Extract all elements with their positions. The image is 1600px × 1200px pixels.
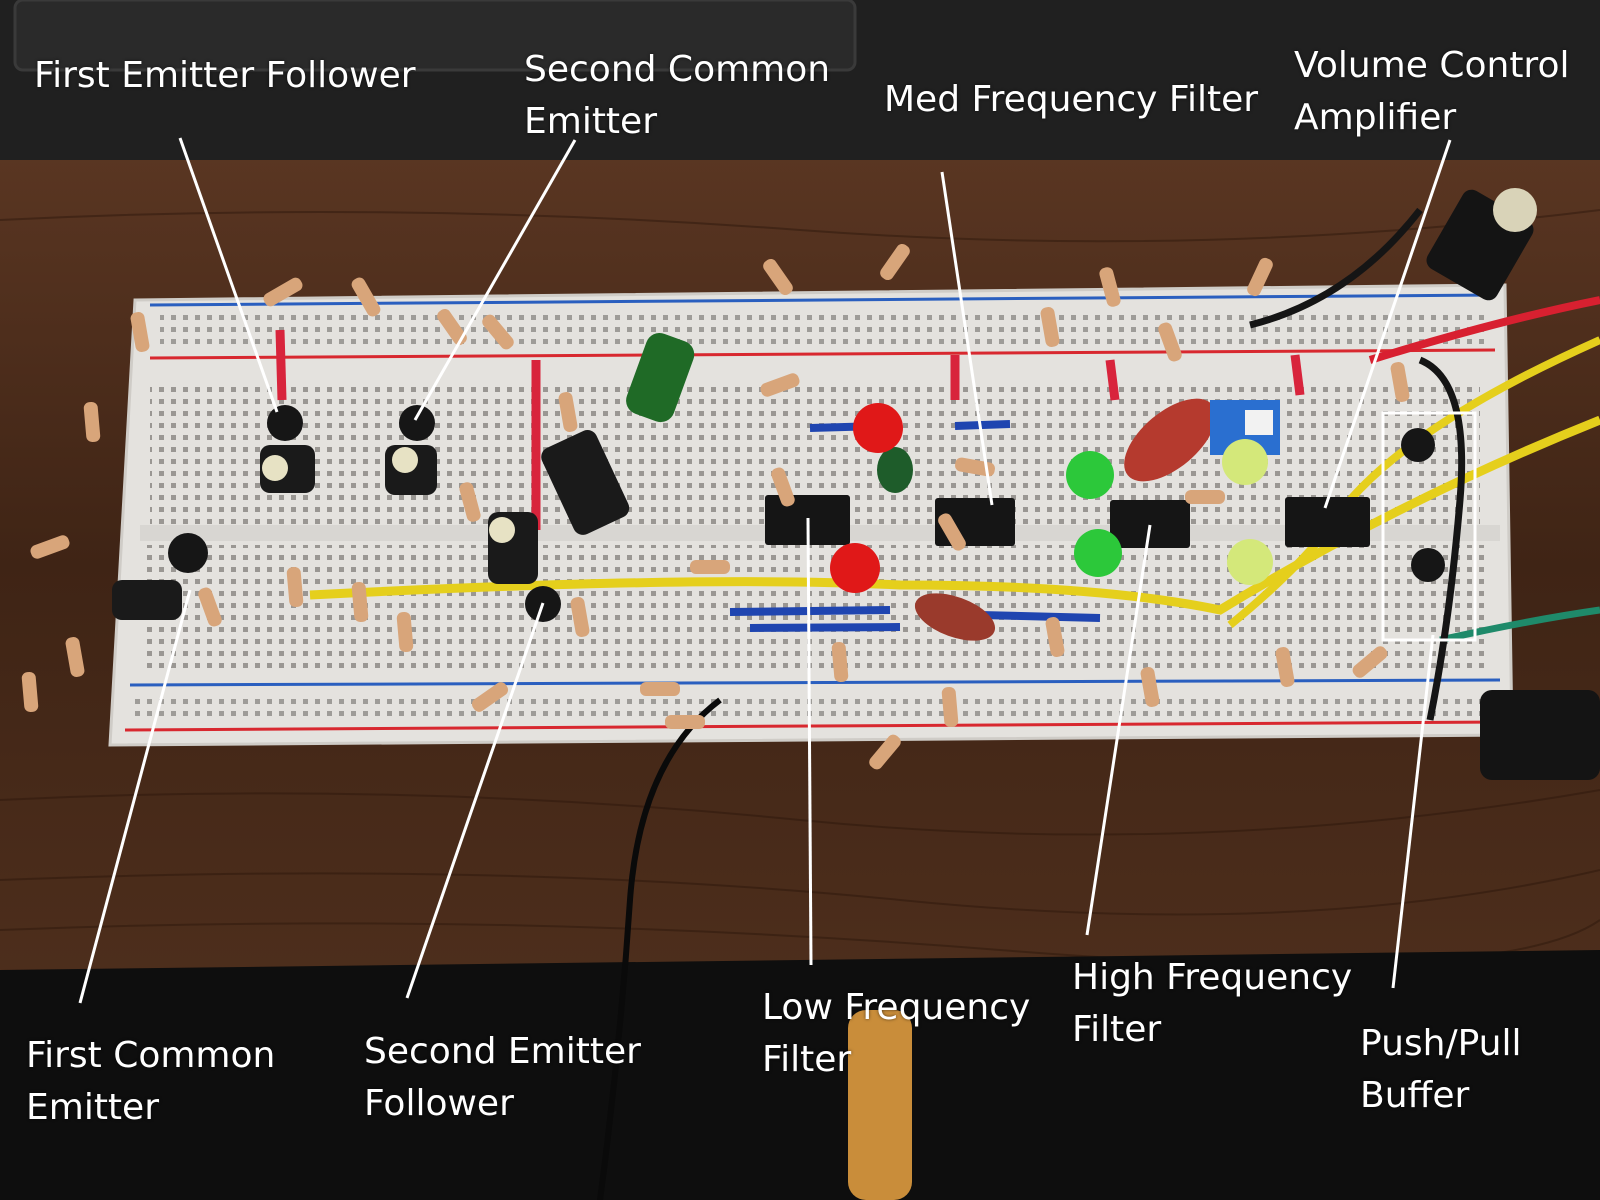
- pointer-low-frequency-filter: [806, 517, 813, 966]
- pointer-lines: [78, 137, 1452, 1004]
- yellow-wire-2: [1227, 336, 1600, 629]
- label-first-common-emitter: First Common Emitter: [26, 1030, 275, 1134]
- pointer-high-frequency-filter: [1085, 524, 1152, 936]
- yellow-wire: [309, 415, 1600, 615]
- pointer-first-common-emitter: [78, 589, 192, 1004]
- label-line: Push/Pull: [1360, 1023, 1522, 1064]
- pointer-volume-control-amplifier: [1323, 139, 1452, 509]
- laptop-trackpad: [13, 0, 857, 72]
- dark-cloth: [0, 950, 1600, 1200]
- label-second-emitter-follower: Second Emitter Follower: [364, 1026, 641, 1130]
- resistors: [21, 243, 1410, 770]
- label-line: First Emitter Follower: [34, 55, 416, 96]
- label-line: Emitter: [26, 1087, 159, 1128]
- label-high-frequency-filter: High Frequency Filter: [1072, 952, 1352, 1056]
- label-line: Second Common: [524, 49, 831, 90]
- label-push-pull-buffer: Push/Pull Buffer: [1360, 1018, 1522, 1122]
- red-jumpers: [275, 329, 1305, 530]
- label-line: Filter: [762, 1039, 852, 1080]
- electrolytic-capacitors: [112, 188, 1600, 780]
- label-line: Med Frequency Filter: [884, 79, 1259, 120]
- label-line: Follower: [364, 1083, 514, 1124]
- pointer-second-emitter-follower: [405, 602, 545, 999]
- label-line: Filter: [1072, 1009, 1162, 1050]
- pointer-second-common-emitter: [413, 139, 577, 421]
- pointer-push-pull-buffer: [1391, 634, 1435, 989]
- label-med-frequency-filter: Med Frequency Filter: [884, 74, 1258, 126]
- pointer-med-frequency-filter: [940, 171, 994, 506]
- label-second-common-emitter: Second Common Emitter: [524, 44, 830, 148]
- label-line: Low Frequency: [762, 987, 1031, 1028]
- label-line: Second Emitter: [364, 1031, 641, 1072]
- label-line: Volume Control: [1294, 45, 1570, 86]
- push-pull-highlight-box: [1381, 411, 1477, 642]
- power-leads: [597, 207, 1600, 1200]
- label-low-frequency-filter: Low Frequency Filter: [762, 982, 1030, 1086]
- pointer-first-emitter-follower: [178, 137, 279, 413]
- label-line: First Common: [26, 1035, 276, 1076]
- label-first-emitter-follower: First Emitter Follower: [34, 50, 416, 102]
- wood-grain: [0, 209, 1600, 966]
- label-line: Emitter: [524, 101, 657, 142]
- leds: [830, 403, 1273, 593]
- label-volume-control-amplifier: Volume Control Amplifier: [1294, 40, 1569, 144]
- tan-strap: [848, 1010, 912, 1200]
- label-line: High Frequency: [1072, 957, 1353, 998]
- transistors: [168, 405, 1445, 622]
- label-line: Amplifier: [1294, 97, 1457, 138]
- label-line: Buffer: [1360, 1075, 1470, 1116]
